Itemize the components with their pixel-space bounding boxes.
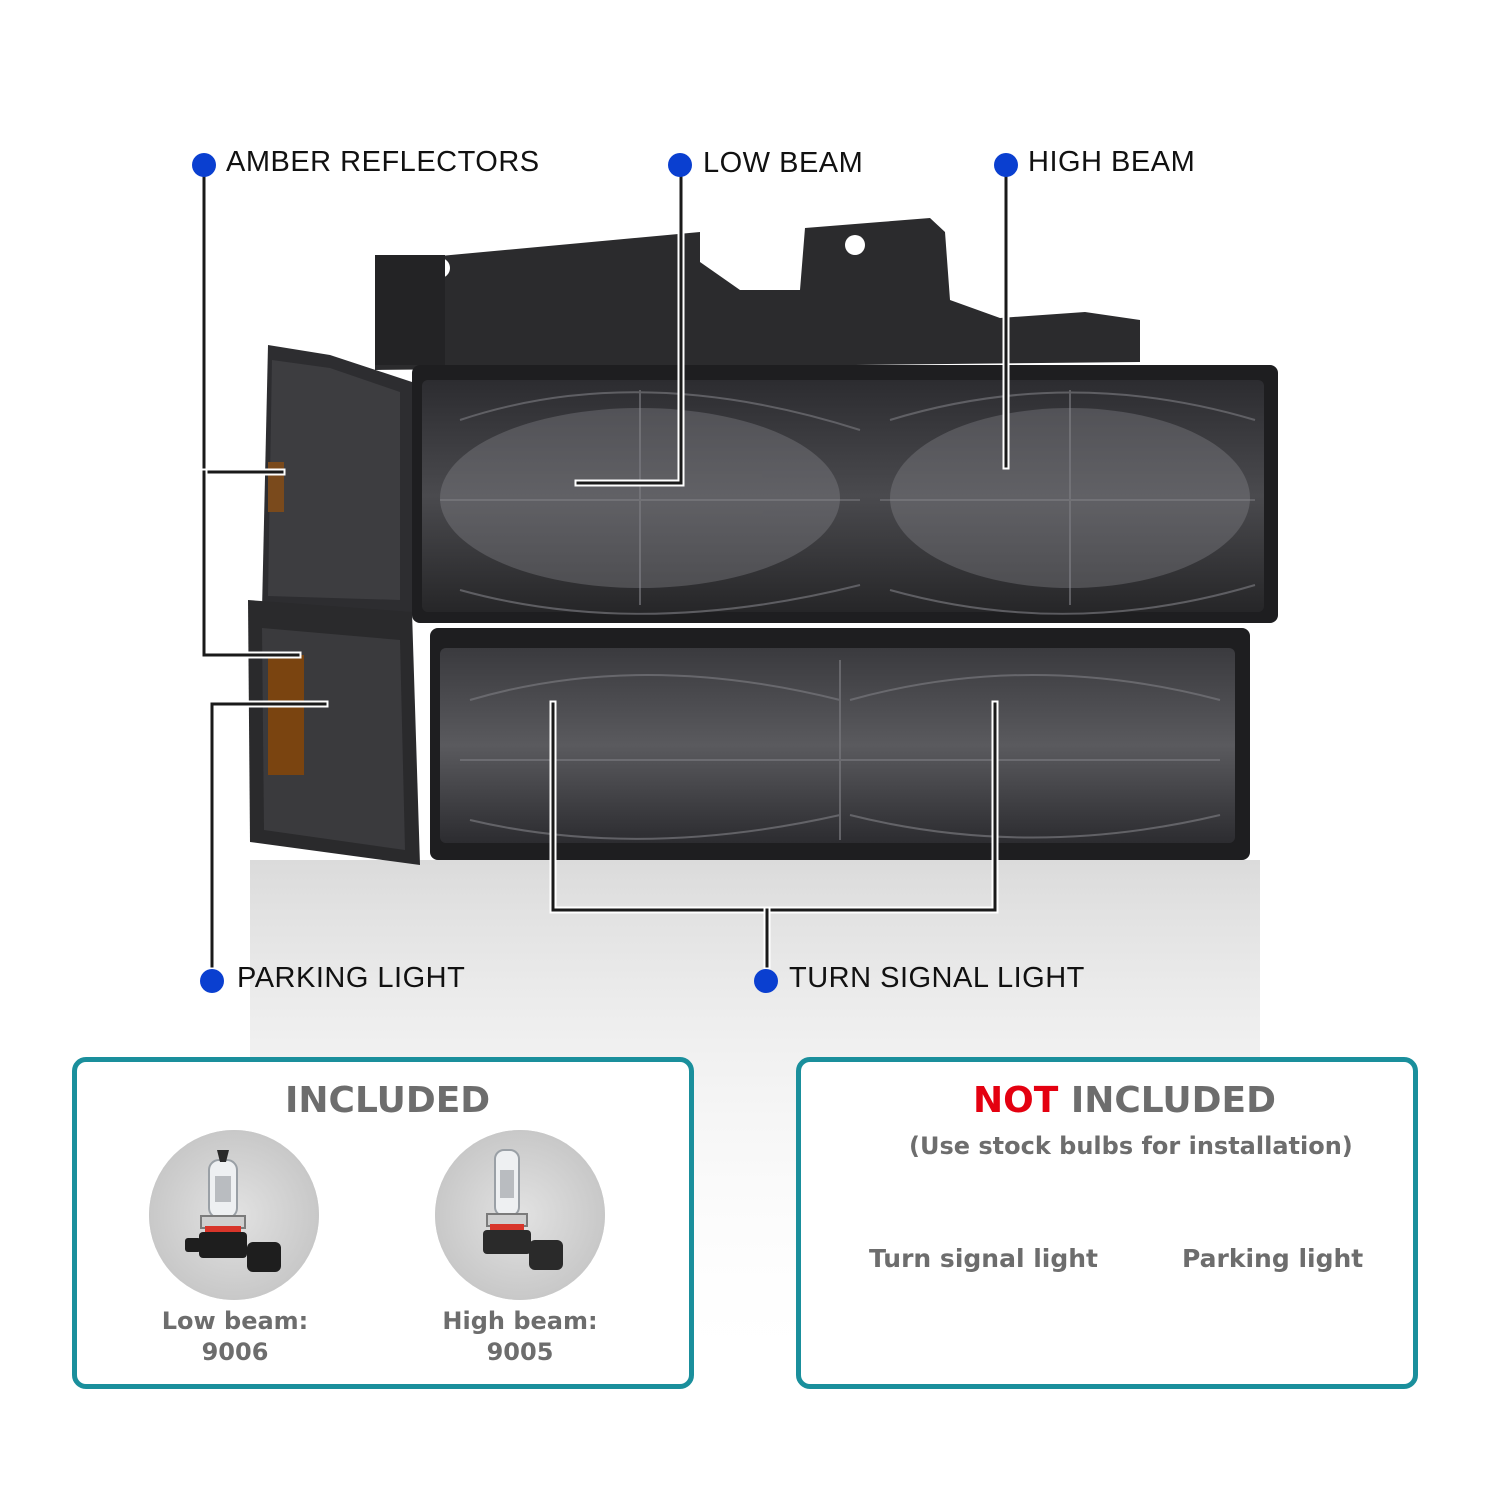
not-label: NOT bbox=[973, 1080, 1059, 1121]
low-beam-caption: Low beam: 9006 bbox=[125, 1306, 345, 1368]
callout-dot bbox=[668, 153, 692, 177]
high-beam-label: High beam: bbox=[442, 1307, 598, 1335]
callout-turn-signal-light: TURN SIGNAL LIGHT bbox=[789, 962, 1085, 994]
callout-dot bbox=[192, 153, 216, 177]
included-panel: INCLUDED Low beam: 9006 bbox=[72, 1057, 694, 1389]
halogen-bulb-9005-icon bbox=[435, 1130, 605, 1300]
included-title: INCLUDED bbox=[285, 1080, 491, 1121]
not-included-panel: NOT INCLUDED (Use stock bulbs for instal… bbox=[796, 1057, 1418, 1389]
callout-high-beam: HIGH BEAM bbox=[1028, 146, 1196, 178]
high-beam-bulb-image bbox=[435, 1130, 605, 1300]
not-included-item-parking: Parking light bbox=[1182, 1244, 1364, 1273]
high-beam-caption: High beam: 9005 bbox=[410, 1306, 630, 1368]
callout-parking-light: PARKING LIGHT bbox=[237, 962, 466, 994]
callout-low-beam: LOW BEAM bbox=[703, 147, 864, 179]
included-label: INCLUDED bbox=[1058, 1080, 1277, 1121]
low-beam-code: 9006 bbox=[201, 1338, 269, 1366]
halogen-bulb-9006-icon bbox=[149, 1130, 319, 1300]
callout-dot bbox=[994, 153, 1018, 177]
not-included-item-turn-signal: Turn signal light bbox=[869, 1244, 1099, 1273]
low-beam-label: Low beam: bbox=[161, 1307, 309, 1335]
high-beam-code: 9005 bbox=[486, 1338, 554, 1366]
callout-amber-reflectors: AMBER REFLECTORS bbox=[226, 146, 540, 178]
callout-dot bbox=[754, 969, 778, 993]
low-beam-bulb-image bbox=[149, 1130, 319, 1300]
not-included-title: NOT INCLUDED bbox=[973, 1080, 1276, 1121]
not-included-subtitle: (Use stock bulbs for installation) bbox=[909, 1132, 1353, 1160]
callout-dot bbox=[200, 969, 224, 993]
